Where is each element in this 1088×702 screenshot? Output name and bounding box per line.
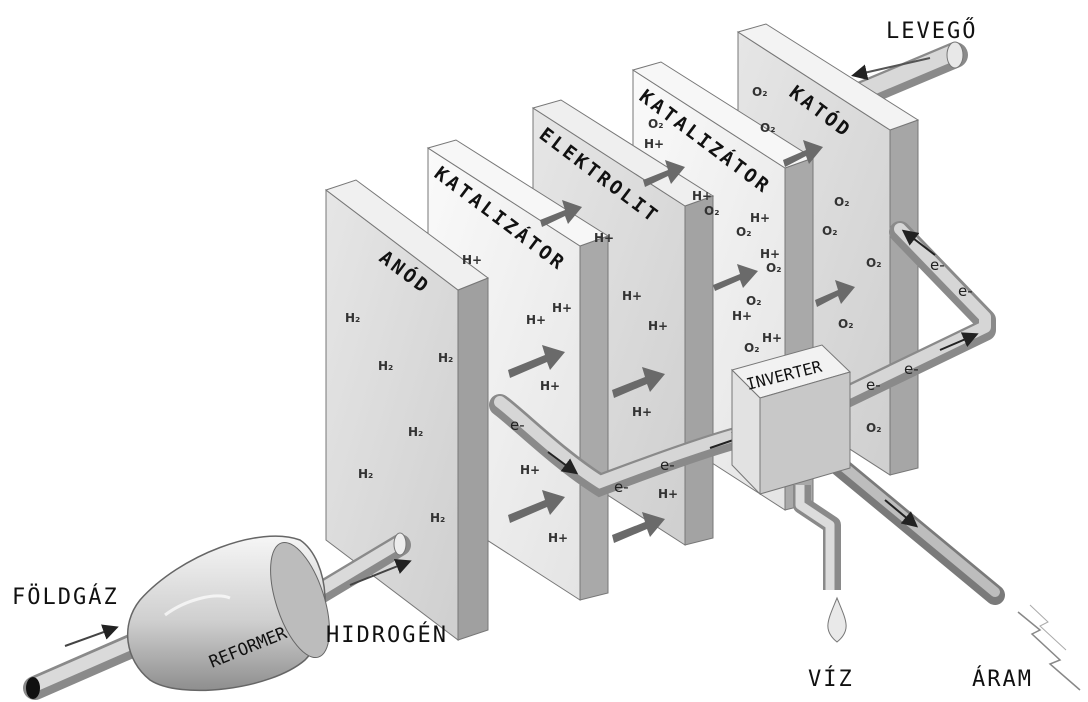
h-plus-label: H+ [762,331,782,345]
o2-label: O₂ [744,341,759,355]
h2-label: H₂ [358,467,373,481]
electron-circuit [489,221,996,498]
h-plus-label: H+ [750,211,770,225]
o2-label: O₂ [866,421,881,435]
hydrogen-flow-arrow [349,558,412,586]
h-plus-label: H+ [644,137,664,151]
air-inlet-pipe [847,41,968,108]
h-plus-label: H+ [658,487,678,501]
water-output-pipe [793,485,841,590]
air-label: LEVEGŐ [886,18,977,44]
natural-gas-label: FÖLDGÁZ [12,584,119,610]
o2-label: O₂ [866,256,881,270]
h2-label: H₂ [438,351,453,365]
anode-plate [324,179,490,642]
electron-label: e- [904,360,919,378]
proton-labels: H+ H+ H+ H+ H+ H+ H+ H+ H+ H+ H+ H+ H+ H… [462,137,782,545]
h2-molecules: H₂ H₂ H₂ H₂ H₂ H₂ [345,311,453,525]
h-plus-label: H+ [540,379,560,393]
h-plus-label: H+ [520,463,540,477]
lightning-icon [1017,604,1081,691]
electron-label: e- [866,376,881,394]
h-plus-label: H+ [462,253,482,267]
h2-label: H₂ [378,359,393,373]
h-plus-label: H+ [632,405,652,419]
h-plus-label: H+ [552,301,572,315]
h-plus-label: H+ [692,189,712,203]
h-plus-label: H+ [622,289,642,303]
electron-label: e- [660,456,675,474]
o2-label: O₂ [648,117,663,131]
electron-label: e- [958,282,973,300]
h-plus-label: H+ [548,531,568,545]
o2-label: O₂ [822,224,837,238]
electron-labels: e- e- e- e- e- e- e- [510,256,973,496]
electron-label: e- [614,478,629,496]
electron-label: e- [930,256,945,274]
current-output-wire [810,440,1005,605]
proton-flow-arrows [508,140,855,543]
h2-label: H₂ [408,425,423,439]
o2-label: O₂ [736,225,751,239]
current-label: ÁRAM [972,666,1033,692]
o2-label: O₂ [760,121,775,135]
electron-label: e- [510,416,525,434]
o2-label: O₂ [746,294,761,308]
reformer-tank [126,535,330,692]
natural-gas-flow-arrow [64,624,119,647]
h-plus-label: H+ [526,313,546,327]
o2-label: O₂ [766,261,781,275]
inverter-box [731,344,851,496]
o2-label: O₂ [752,85,767,99]
o2-label: O₂ [834,195,849,209]
h-plus-label: H+ [760,247,780,261]
h-plus-label: H+ [594,231,614,245]
o2-label: O₂ [838,317,853,331]
h2-label: H₂ [430,511,445,525]
natural-gas-pipe [23,628,157,700]
o2-molecules: O₂ O₂ O₂ O₂ O₂ O₂ O₂ O₂ O₂ O₂ O₂ O₂ O₂ [648,85,881,435]
h2-label: H₂ [345,311,360,325]
h-plus-label: H+ [648,319,668,333]
water-drop-icon [827,596,847,643]
air-flow-arrow [851,57,931,81]
water-label: VÍZ [808,666,854,692]
h-plus-label: H+ [732,309,752,323]
o2-label: O₂ [704,204,719,218]
hydrogen-label: HIDROGÉN [326,622,448,648]
